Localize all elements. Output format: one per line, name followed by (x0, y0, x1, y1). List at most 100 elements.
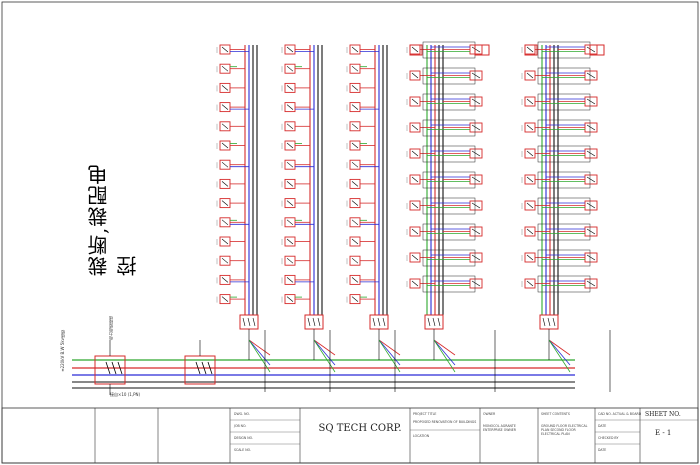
breaker-symbol (526, 150, 534, 157)
breaker-symbol (526, 280, 534, 287)
breaker-symbol (286, 181, 294, 187)
breaker-symbol (286, 85, 294, 91)
panel-contact (382, 317, 386, 327)
breaker-symbol (526, 254, 534, 261)
breaker-symbol (351, 181, 359, 187)
circuit-enclosure (537, 275, 591, 293)
breaker-symbol (471, 150, 481, 157)
breaker-symbol (586, 150, 596, 157)
breaker-symbol (411, 280, 419, 287)
breaker-symbol (221, 181, 229, 187)
breaker-symbol (586, 98, 596, 105)
panel-tap-blue (433, 339, 456, 366)
panel-contact (312, 317, 316, 327)
breaker-symbol (586, 176, 596, 183)
breaker-symbol (411, 228, 419, 235)
company-name: SQ TECH CORP. (318, 423, 402, 434)
panel-contact (377, 317, 381, 327)
top-device (409, 44, 423, 56)
circuit-enclosure (537, 67, 591, 85)
panel-contact (547, 317, 551, 327)
top-device-right (589, 44, 605, 56)
breaker-symbol (221, 161, 229, 168)
panel-contact (542, 317, 546, 327)
breaker-symbol (411, 202, 419, 209)
breaker-symbol (351, 277, 359, 283)
feeder-vertical-label: ≡220kV B.W 5kv线缆 (60, 330, 65, 372)
panel-contact (432, 317, 436, 327)
breaker-symbol (411, 150, 419, 157)
breaker-symbol (526, 46, 534, 53)
breaker-symbol (586, 124, 596, 131)
breaker-symbol (471, 72, 481, 79)
panel-contact (427, 317, 431, 327)
breaker-symbol (586, 202, 596, 209)
breaker-symbol (411, 98, 419, 105)
panel-contact (307, 317, 311, 327)
breaker-symbol (286, 104, 294, 110)
breaker-symbol (351, 161, 359, 168)
breaker-symbol (351, 200, 359, 206)
breaker-symbol (471, 254, 481, 261)
breaker-symbol (471, 202, 481, 209)
circuit-enclosure (422, 197, 476, 215)
circuit-enclosure (422, 223, 476, 241)
breaker-symbol (286, 46, 294, 53)
breaker-symbol (221, 104, 229, 110)
panel-tap-green (378, 339, 401, 373)
panel-contact (252, 317, 256, 327)
breaker-symbol (411, 72, 419, 79)
breaker-symbol (351, 46, 359, 53)
breaker-symbol (471, 124, 481, 131)
breaker-symbol (221, 123, 229, 130)
circuit-enclosure (422, 119, 476, 137)
owner-label: OWNER (483, 412, 496, 416)
circuit-enclosure (537, 93, 591, 111)
sheet-no-label: SHEET NO. (645, 411, 681, 418)
panel-tap-blue (313, 339, 336, 366)
date2-label: DATE (598, 448, 607, 452)
feeder-box-label: 电力电缆接线 (108, 316, 113, 340)
breaker-symbol (471, 98, 481, 105)
field-job-no: JOB NO. (234, 424, 247, 428)
sheet-contents: GROUND FLOOR ELECTRICAL PLAN SECOND FLOO… (541, 424, 588, 436)
breaker-symbol (286, 296, 294, 302)
project-title-label: PROJECT TITLE (413, 412, 437, 416)
breaker-symbol (351, 238, 359, 245)
breaker-contact (201, 361, 207, 375)
breaker-symbol (526, 176, 534, 183)
diagram-side-title: 裁断,裁配电控 (87, 163, 140, 276)
breaker-contact (105, 361, 111, 375)
breaker-contact (111, 361, 117, 375)
owner-name: MONOCOL AGRANTE ENTERPRISE OWNER (483, 424, 516, 432)
circuit-enclosure (537, 197, 591, 215)
breaker-symbol (286, 277, 294, 283)
breaker-symbol (471, 176, 481, 183)
breaker-symbol (221, 219, 229, 226)
circuit-enclosure (422, 145, 476, 163)
breaker-symbol (221, 142, 229, 149)
breaker-symbol (471, 280, 481, 287)
breaker-symbol (411, 254, 419, 261)
breaker-symbol (351, 142, 359, 149)
top-device-right (474, 44, 490, 56)
circuit-enclosure (422, 275, 476, 293)
breaker-symbol (286, 219, 294, 226)
panel-tap-green (313, 339, 336, 373)
breaker-symbol (221, 257, 229, 264)
checked-by-label: CHECKED BY (598, 436, 619, 440)
circuit-enclosure (537, 171, 591, 189)
breaker-symbol (286, 142, 294, 149)
panel-contact (242, 317, 246, 327)
breaker-symbol (351, 257, 359, 264)
sheet-contents-label: SHEET CONTENTS (541, 412, 570, 416)
location-label: LOCATION (413, 434, 430, 438)
feeder-bottom-label: 接自×10 (1,PN) (110, 392, 141, 397)
cad-no-label: CAD NO. ACTUAL & BOARD (598, 412, 642, 416)
circuit-enclosure (422, 171, 476, 189)
breaker-symbol (586, 254, 596, 261)
panel-contact (317, 317, 321, 327)
breaker-symbol (286, 257, 294, 264)
